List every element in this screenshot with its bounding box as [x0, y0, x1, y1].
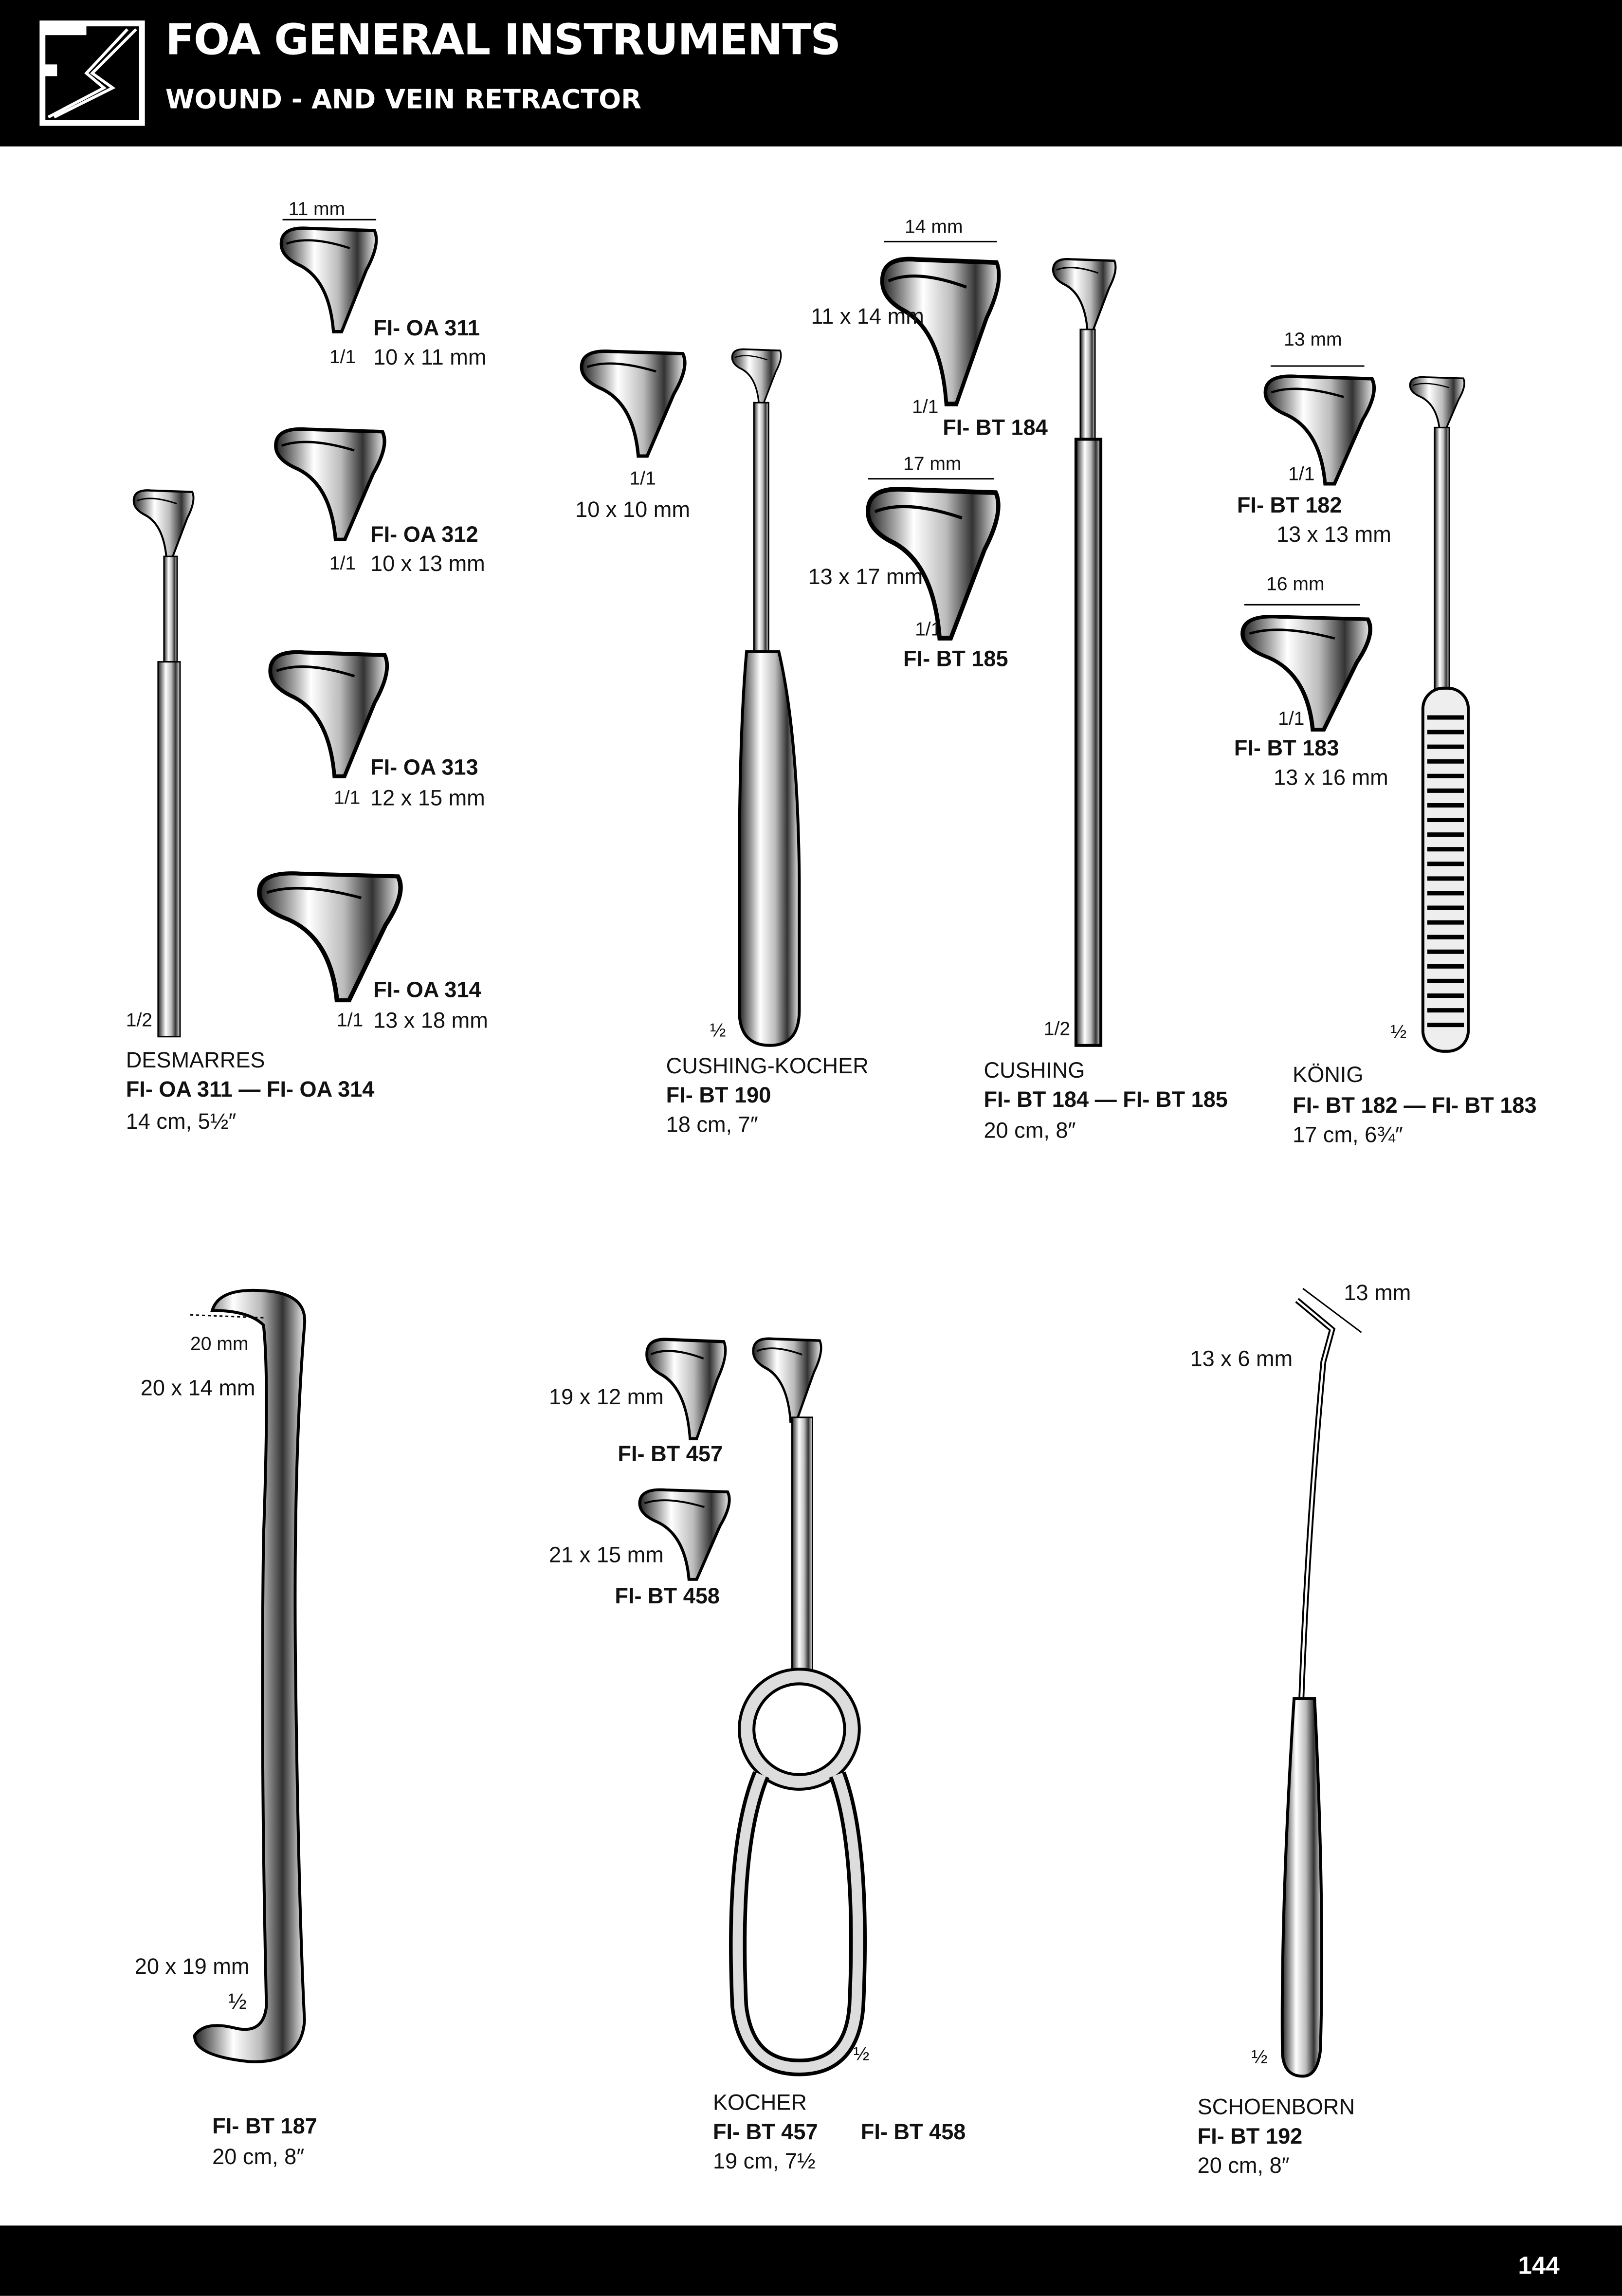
blade-size: 13 x 17 mm	[808, 565, 923, 590]
blade-size: 20 x 19 mm	[134, 1954, 250, 1980]
instrument-length: 20 cm, 8″	[1197, 2153, 1290, 2179]
scale-label: 1/2	[1043, 1017, 1071, 1040]
scale-label: 1/1	[629, 467, 656, 489]
scale-label: ½	[710, 1019, 726, 1041]
product-code: FI- BT 458	[615, 1584, 720, 1609]
company-logo	[39, 20, 145, 126]
product-codes: FI- BT 190	[666, 1083, 771, 1109]
product-code: FI- BT 458	[860, 2120, 966, 2145]
blade-size: 20 x 14 mm	[140, 1376, 255, 1401]
product-code: FI- OA 312	[370, 522, 478, 548]
blade-size: 11 x 14 mm	[811, 304, 924, 330]
scale-label: 1/1	[1288, 462, 1315, 485]
product-codes: FI- OA 311 — FI- OA 314	[126, 1077, 375, 1103]
desmarres-retractor	[134, 490, 194, 1038]
instrument-name: KOCHER	[712, 2091, 807, 2116]
product-code: FI- BT 457	[618, 1442, 723, 1468]
kocher-retractor	[639, 1339, 867, 2076]
instrument-length: 18 cm, 7″	[666, 1113, 758, 1138]
product-code: FI- OA 311	[373, 316, 480, 341]
blade-width-label: 13 mm	[1344, 1281, 1411, 1306]
product-code: FI- BT 183	[1234, 736, 1339, 762]
instrument-name: KÖNIG	[1293, 1063, 1364, 1088]
instrument-length: 14 cm, 5½″	[126, 1110, 237, 1135]
page-number: 144	[1518, 2252, 1560, 2280]
product-codes: FI- BT 187	[212, 2114, 317, 2139]
blade-size: 21 x 15 mm	[549, 1543, 664, 1568]
desmarres-blades	[259, 219, 401, 1000]
blade-width-label: 13 mm	[1284, 328, 1342, 350]
product-codes: FI- BT 192	[1197, 2124, 1303, 2149]
product-code: FI- OA 314	[373, 978, 481, 1003]
blade-width-label: 16 mm	[1266, 572, 1325, 595]
blade-size: 12 x 15 mm	[370, 786, 485, 811]
scale-label: 1/1	[915, 618, 942, 640]
scale-label: 1/2	[126, 1009, 153, 1031]
instrument-name: CUSHING-KOCHER	[666, 1054, 869, 1079]
blade-size: 13 x 6 mm	[1190, 1347, 1293, 1372]
product-code: FI- BT 182	[1237, 493, 1342, 518]
product-code: FI- BT 457	[712, 2120, 818, 2145]
blade-size: 13 x 16 mm	[1274, 766, 1388, 791]
konig-retractor	[1242, 365, 1470, 1053]
instrument-length: 19 cm, 7½	[712, 2149, 816, 2175]
scale-label: ½	[1251, 2045, 1268, 2068]
blade-width-label: 17 mm	[903, 452, 962, 475]
scale-label: 1/1	[912, 395, 939, 418]
instrument-length: 20 cm, 8″	[212, 2145, 305, 2170]
scale-label: 1/1	[336, 1009, 364, 1031]
product-codes: FI- BT 182 — FI- BT 183	[1293, 1094, 1537, 1119]
blade-size: 13 x 18 mm	[373, 1009, 488, 1034]
instrument-length: 17 cm, 6¾″	[1293, 1123, 1403, 1148]
scale-label: ½	[1390, 1020, 1407, 1043]
scale-label: 1/1	[1278, 707, 1305, 730]
product-code: FI- BT 184	[943, 416, 1048, 441]
instrument-name: SCHOENBORN	[1197, 2095, 1355, 2120]
blade-size: 10 x 11 mm	[373, 345, 487, 371]
product-code: FI- OA 313	[370, 755, 478, 781]
scale-label: ½	[853, 2042, 870, 2065]
scale-label: 1/1	[329, 345, 356, 368]
blade-size: 10 x 10 mm	[575, 497, 690, 523]
instrument-name: DESMARRES	[126, 1048, 265, 1073]
schoenborn-retractor	[1280, 1287, 1362, 2078]
scale-label: 1/1	[333, 786, 361, 808]
blade-width-label: 11 mm	[288, 198, 346, 220]
blade-size: 10 x 13 mm	[370, 552, 485, 577]
catalog-title: FOA GENERAL INSTRUMENTS	[165, 15, 841, 65]
product-code: FI- BT 185	[903, 647, 1008, 672]
scale-label: ½	[228, 1990, 247, 2015]
blade-size: 19 x 12 mm	[549, 1385, 664, 1410]
cushing-kocher-retractor	[582, 348, 801, 1047]
section-title: WOUND - AND VEIN RETRACTOR	[165, 85, 641, 116]
header-bar: FOA GENERAL INSTRUMENTS WOUND - AND VEIN…	[0, 0, 1622, 147]
cushing-retractor	[868, 240, 1115, 1047]
blade-size: 13 x 13 mm	[1276, 522, 1391, 548]
blade-width-label: 20 mm	[190, 1332, 249, 1355]
footer-bar: 144	[0, 2225, 1622, 2296]
scale-label: 1/1	[329, 552, 356, 574]
product-codes: FI- BT 184 — FI- BT 185	[984, 1088, 1228, 1113]
instrument-length: 20 cm, 8″	[984, 1119, 1076, 1144]
bt187-double-retractor	[190, 1288, 307, 2063]
blade-width-label: 14 mm	[905, 215, 963, 238]
instrument-name: CUSHING	[984, 1058, 1085, 1084]
